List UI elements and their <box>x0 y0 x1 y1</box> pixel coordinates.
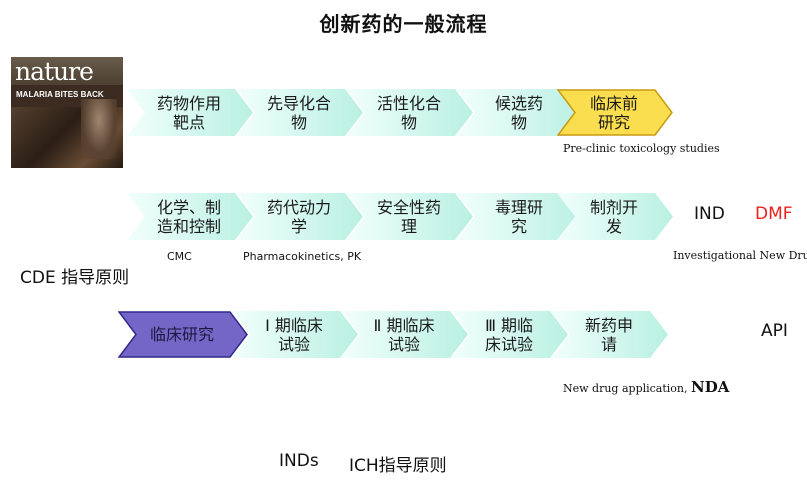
stage-preclinical-research: 临床前 研究 <box>557 89 673 136</box>
stage-drug-target: 药物作用 靶点 <box>127 89 253 136</box>
nda-note-prefix: New drug application, <box>563 382 692 395</box>
stage-label: 药代动力 学 <box>266 197 331 236</box>
inds-label: INDs <box>279 451 319 471</box>
stage-formulation: 制剂开 发 <box>557 193 673 240</box>
chevron-shape <box>118 311 248 358</box>
stage-phase-1: Ⅰ 期临床 试验 <box>232 311 358 358</box>
ich-guideline-label: ICH指导原则 <box>349 456 447 476</box>
stage-candidate-drug: 候选药 物 <box>457 89 583 136</box>
chevron-shape <box>232 311 358 358</box>
stage-phase-3: Ⅲ 期临 床试验 <box>452 311 568 358</box>
cmc-note: CMC <box>167 250 192 263</box>
page-title: 创新药的一般流程 <box>319 12 488 36</box>
stage-label: 制剂开 发 <box>589 197 638 236</box>
stage-pharmacokinetics: 药代动力 学 <box>237 193 363 240</box>
stage-label: 先导化合 物 <box>266 93 331 132</box>
stage-label: Ⅰ 期临床 试验 <box>265 315 323 354</box>
stage-label: 临床前 研究 <box>589 93 638 132</box>
stage-label: 活性化合 物 <box>376 93 441 132</box>
stage-label: 临床研究 <box>149 325 214 344</box>
chevron-shape <box>557 89 673 136</box>
stage-toxicology: 毒理研 究 <box>457 193 583 240</box>
stage-label: 毒理研 究 <box>494 197 543 236</box>
stage-lead-compound: 先导化合 物 <box>237 89 363 136</box>
cover-masthead <box>11 57 123 85</box>
nda-note: New drug application, NDA <box>563 377 729 396</box>
api-label: API <box>761 321 788 341</box>
cde-guideline-label: CDE 指导原则 <box>20 268 130 288</box>
cover-person-figure <box>81 99 117 159</box>
chevron-shape <box>237 193 363 240</box>
stage-label: 候选药 物 <box>494 93 543 132</box>
stage-safety-pharmacology: 安全性药 理 <box>347 193 473 240</box>
chevron-shape <box>127 193 253 240</box>
chevron-shape <box>347 89 473 136</box>
stage-cmc: 化学、制 造和控制 <box>127 193 253 240</box>
chevron-shape <box>557 193 673 240</box>
stage-label: Ⅲ 期临 床试验 <box>484 315 534 354</box>
stage-new-drug-application: 新药申 请 <box>552 311 668 358</box>
chevron-shape <box>457 193 583 240</box>
stage-label: 新药申 请 <box>584 315 633 354</box>
stage-phase-2: Ⅱ 期临床 试验 <box>342 311 468 358</box>
ind-full-note: Investigational New Drug <box>673 249 807 262</box>
chevron-shape <box>552 311 668 358</box>
dmf-label: DMF <box>755 204 793 224</box>
stage-label: 化学、制 造和控制 <box>156 197 221 236</box>
chevron-shape <box>457 89 583 136</box>
chevron-shape <box>347 193 473 240</box>
stage-clinical-research: 临床研究 <box>118 311 248 358</box>
stage-active-compound: 活性化合 物 <box>347 89 473 136</box>
pk-note: Pharmacokinetics, PK <box>243 250 362 263</box>
nda-label: NDA <box>691 378 730 396</box>
chevron-shape <box>237 89 363 136</box>
stage-label: 药物作用 靶点 <box>156 93 221 132</box>
cover-logo: nature <box>15 57 94 86</box>
preclinic-note: Pre-clinic toxicology studies <box>563 142 720 155</box>
ind-label: IND <box>694 204 725 224</box>
nature-cover-image: nature MALARIA BITES BACK <box>11 57 123 168</box>
stage-label: Ⅱ 期临床 试验 <box>373 315 435 354</box>
chevron-shape <box>342 311 468 358</box>
chevron-shape <box>127 89 253 136</box>
chevron-shape <box>452 311 568 358</box>
cover-headline: MALARIA BITES BACK <box>16 90 104 99</box>
stage-label: 安全性药 理 <box>376 197 441 236</box>
